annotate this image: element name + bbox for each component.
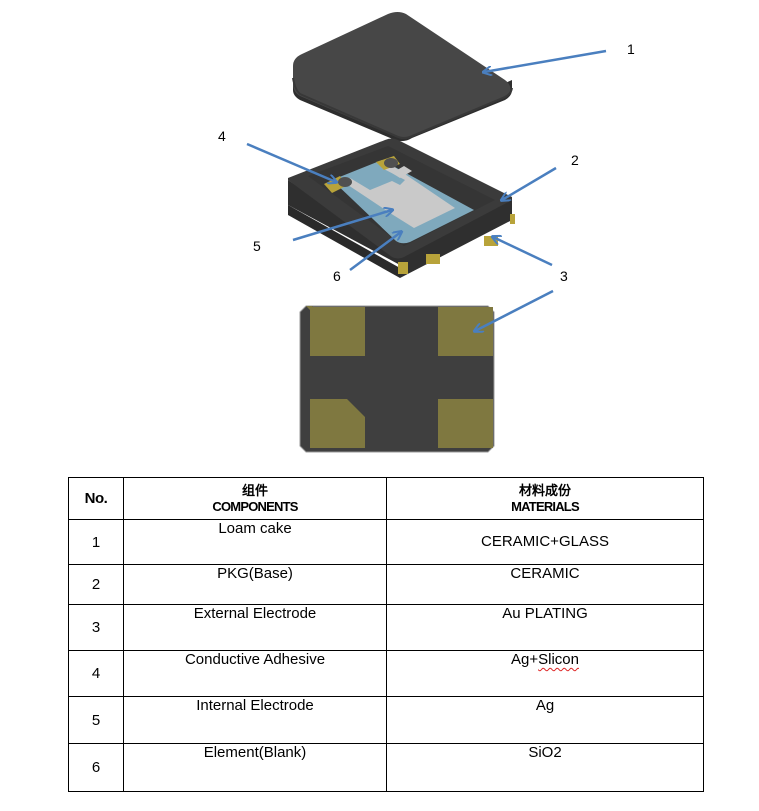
lid (292, 12, 513, 142)
header-materials-en: MATERIALS (511, 498, 579, 514)
row-component: PKG(Base) (123, 564, 387, 605)
callout-arrows (246, 49, 607, 331)
row-no: 5 (68, 696, 124, 744)
pad-top-left (310, 307, 365, 356)
materials-table: No. 组件 COMPONENTS 材料成份 MATERIALS 1 Loam … (68, 477, 704, 792)
header-components: 组件 COMPONENTS (123, 477, 387, 520)
table-row: 5 Internal Electrode Ag (68, 696, 704, 744)
row-material: Au PLATING (386, 604, 704, 651)
spellcheck-underlined-word: Slicon (538, 651, 579, 668)
base-package (288, 138, 515, 278)
arrow-2 (502, 166, 557, 200)
table-row: 1 Loam cake CERAMIC+GLASS (68, 519, 704, 565)
exploded-diagram: 1 2 3 4 5 6 (218, 12, 635, 453)
callout-2: 2 (571, 152, 579, 168)
table-header-row: No. 组件 COMPONENTS 材料成份 MATERIALS (68, 477, 704, 520)
callout-5: 5 (253, 238, 261, 254)
table-row: 4 Conductive Adhesive Ag+Slicon (68, 650, 704, 697)
pad-top-right (438, 307, 493, 356)
row-component: Loam cake (123, 519, 387, 565)
arrow-6 (349, 232, 401, 272)
callout-1: 1 (627, 41, 635, 57)
arrow-3b (475, 289, 554, 331)
table-row: 3 External Electrode Au PLATING (68, 604, 704, 651)
row-material: CERAMIC+GLASS (386, 519, 704, 565)
arrow-1 (484, 49, 607, 72)
row-material: Ag (386, 696, 704, 744)
header-components-cn: 组件 (241, 482, 268, 498)
row-no: 6 (68, 743, 124, 792)
table-row: 2 PKG(Base) CERAMIC (68, 564, 704, 605)
row-material: Ag+Slicon (386, 650, 704, 697)
pad-bottom-right (438, 399, 493, 448)
row-component: Conductive Adhesive (123, 650, 387, 697)
row-no: 1 (68, 519, 124, 565)
row-no: 4 (68, 650, 124, 697)
header-components-en: COMPONENTS (212, 498, 298, 514)
material-part-a: Ag+ (511, 651, 539, 668)
row-material: CERAMIC (386, 564, 704, 605)
row-component: External Electrode (123, 604, 387, 651)
arrow-3a (493, 237, 553, 267)
pad-bottom-left (310, 399, 365, 448)
callout-4: 4 (218, 128, 226, 144)
table-row: 6 Element(Blank) SiO2 (68, 743, 704, 792)
arrow-5 (292, 210, 392, 242)
row-no: 3 (68, 604, 124, 651)
header-materials: 材料成份 MATERIALS (386, 477, 704, 520)
arrow-4 (246, 142, 336, 182)
row-component: Element(Blank) (123, 743, 387, 792)
callout-6: 6 (333, 268, 341, 284)
row-no: 2 (68, 564, 124, 605)
header-no: No. (68, 477, 124, 520)
row-component: Internal Electrode (123, 696, 387, 744)
diagram-svg (246, 12, 607, 453)
header-materials-cn: 材料成份 (518, 482, 571, 498)
row-material: SiO2 (386, 743, 704, 792)
callout-3: 3 (560, 268, 568, 284)
bottom-view (299, 305, 495, 453)
